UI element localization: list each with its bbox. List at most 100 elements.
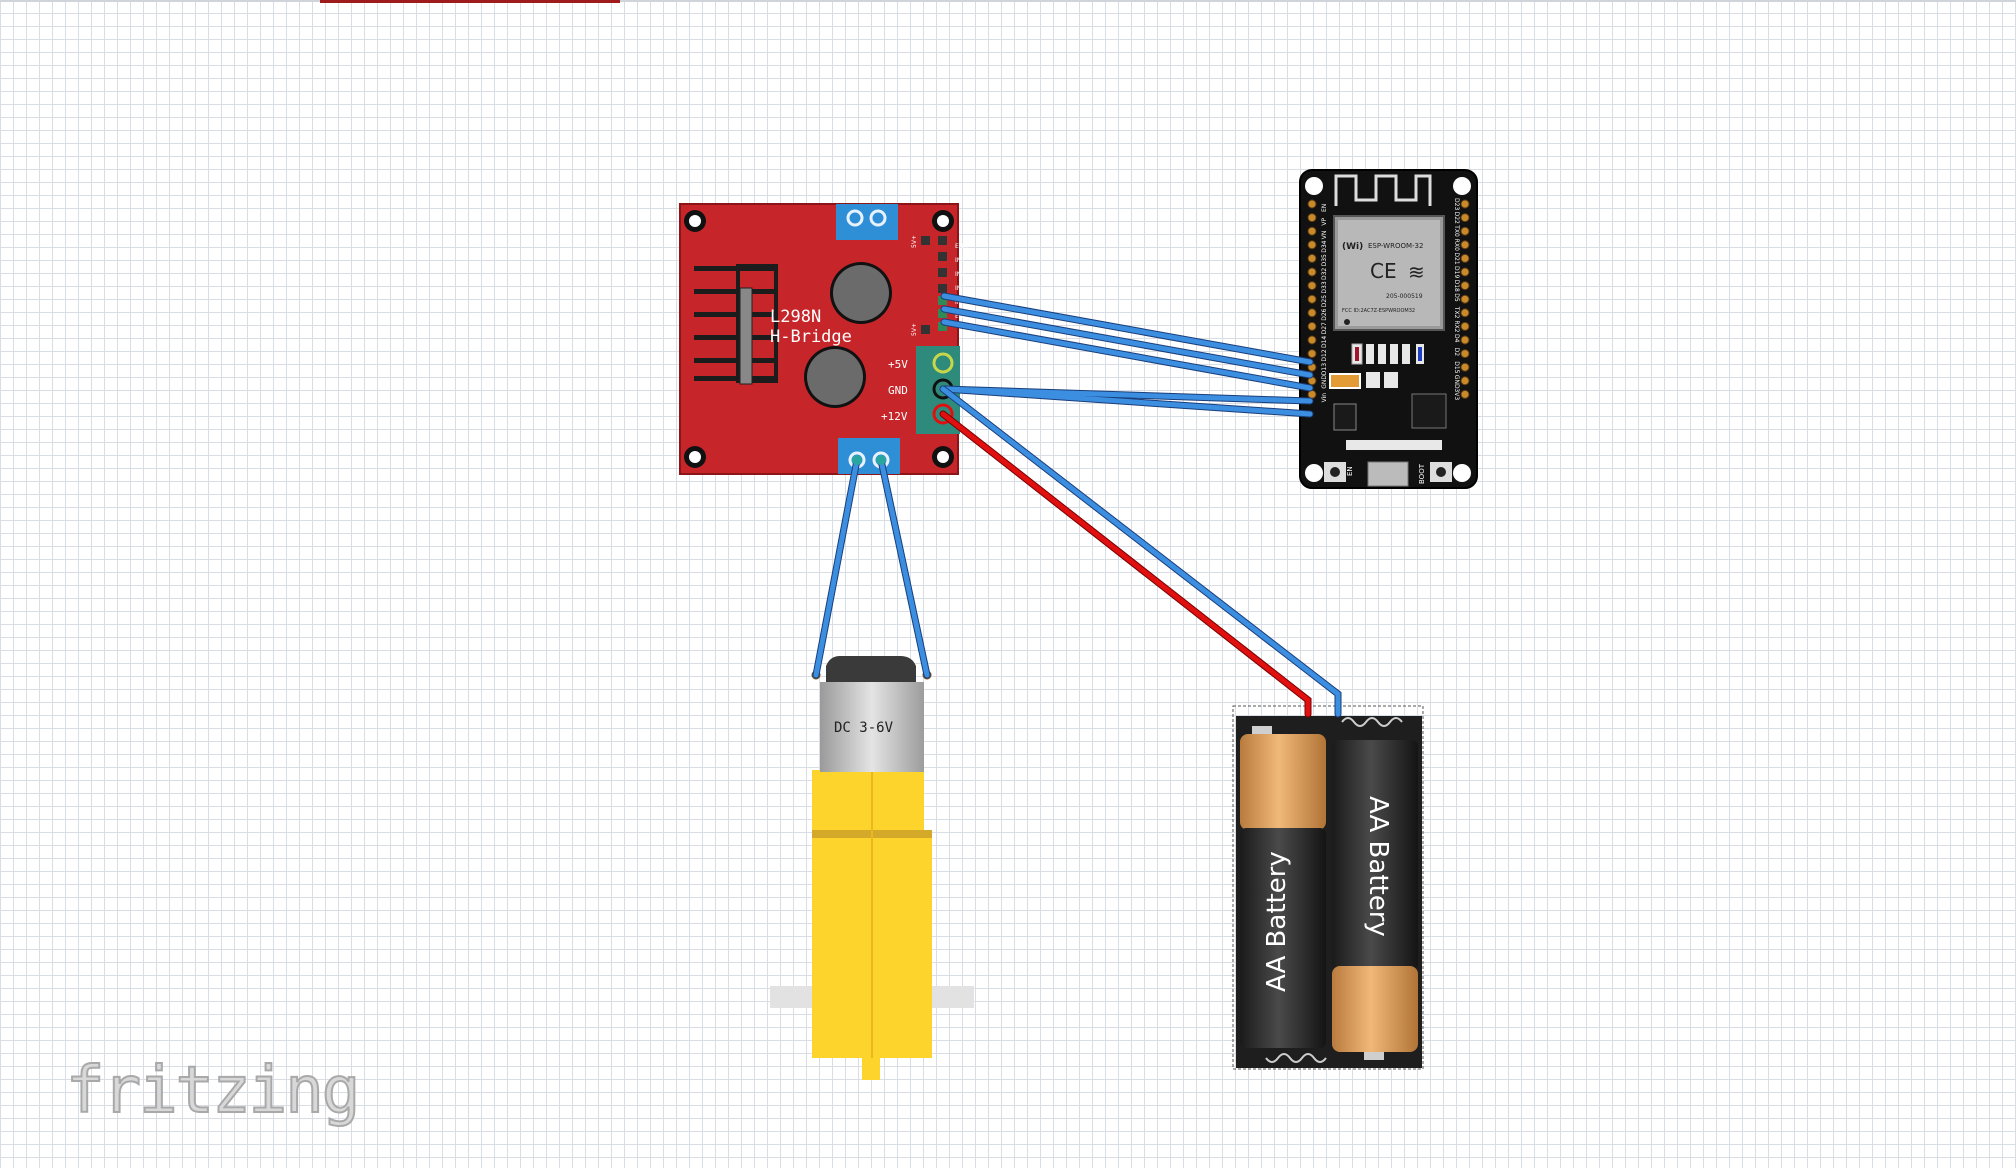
- esp32-pin-d26[interactable]: [1307, 308, 1317, 318]
- header-label-in2: IN2: [955, 271, 965, 278]
- en-button-label: EN: [1346, 466, 1354, 476]
- esp32-pin-label: D18: [1453, 280, 1460, 292]
- esp32-pin-tx2[interactable]: [1460, 308, 1470, 318]
- module-name: ESP-WROOM-32: [1368, 242, 1423, 250]
- l298n-title: L298N: [770, 307, 821, 327]
- en-button[interactable]: [1324, 462, 1346, 482]
- header-label-5v-top: 5V+: [911, 235, 918, 248]
- esp32-right-pin-header[interactable]: D23D22TX0RX0D21D19D18D5TX2RX2D4D2D15GND3…: [1453, 198, 1470, 400]
- esp32-pin-d15[interactable]: [1460, 362, 1470, 372]
- terminal-5v[interactable]: [932, 352, 954, 374]
- weee-icon: ≋: [1408, 260, 1425, 284]
- header-label-enb: ENB: [955, 313, 967, 320]
- esp32-pin-d19[interactable]: [1460, 267, 1470, 277]
- battery-spring-top: [1341, 717, 1403, 727]
- esp32-pin-d5[interactable]: [1460, 294, 1470, 304]
- esp32-pin-d23[interactable]: [1460, 199, 1470, 209]
- esp32-pin-d22[interactable]: [1460, 213, 1470, 223]
- wire-gnd-battery[interactable]: [940, 386, 1341, 717]
- battery-pack-2xaa[interactable]: AA Battery AA Battery: [1232, 691, 1424, 1070]
- esp32-pin-rx0[interactable]: [1460, 240, 1470, 250]
- esp32-pin-label: Vin: [1321, 393, 1328, 403]
- esp32-pin-label: VP: [1321, 217, 1328, 225]
- esp32-pin-label: GND: [1321, 375, 1328, 389]
- esp32-pin-tx0[interactable]: [1460, 226, 1470, 236]
- esp32-pin-d25[interactable]: [1307, 294, 1317, 304]
- wire-in1[interactable]: [941, 293, 1313, 365]
- wire-in3[interactable]: [941, 319, 1313, 391]
- esp32-pin-d14[interactable]: [1307, 335, 1317, 345]
- motor-gearbox-upper: [812, 770, 924, 834]
- esp32-pin-label: TX2: [1453, 306, 1460, 319]
- heatsink: [694, 264, 778, 385]
- esp32-pin-d35[interactable]: [1307, 253, 1317, 263]
- smd-components: [1329, 343, 1447, 450]
- esp32-pin-label: D35: [1321, 254, 1328, 266]
- mounting-hole: [1453, 464, 1471, 482]
- l298n-h-bridge[interactable]: L298N H-Bridge +5V GND +12V: [679, 203, 968, 475]
- esp32-pin-label: VN: [1321, 231, 1328, 240]
- wire-motor-a[interactable]: [813, 457, 860, 678]
- active-tab-indicator: [320, 0, 620, 3]
- esp32-pin-label: D21: [1453, 252, 1460, 264]
- cert-number: 205-000519: [1386, 293, 1423, 300]
- wire-gnd-esp32[interactable]: [941, 386, 1313, 417]
- esp32-pin-vin[interactable]: [1307, 389, 1317, 399]
- esp32-pin-label: D5: [1453, 293, 1460, 302]
- esp32-pin-d21[interactable]: [1460, 253, 1470, 263]
- esp32-pin-label: GND: [1453, 375, 1460, 389]
- battery-spring-bottom: [1265, 1053, 1327, 1063]
- screw-terminal-motor-a[interactable]: [836, 204, 898, 240]
- esp32-pin-3v3[interactable]: [1460, 389, 1470, 399]
- aa-cell-left-label: AA Battery: [1262, 851, 1292, 992]
- esp32-pin-label: D26: [1321, 308, 1328, 320]
- esp32-pin-label: 3V3: [1453, 388, 1460, 400]
- dc-gear-motor[interactable]: DC 3-6V: [770, 656, 974, 1080]
- mounting-hole: [1453, 177, 1471, 195]
- header-pins[interactable]: [921, 236, 947, 334]
- esp32-pin-d34[interactable]: [1307, 240, 1317, 250]
- header-label-in1: IN1: [955, 257, 965, 264]
- motor-rating-label: DC 3-6V: [834, 720, 894, 736]
- esp32-pin-label: D19: [1453, 266, 1460, 278]
- terminal-label-gnd: GND: [888, 384, 908, 397]
- esp32-pin-vn[interactable]: [1307, 226, 1317, 236]
- esp32-pin-d18[interactable]: [1460, 281, 1470, 291]
- header-label-5v-bottom: 5V+: [911, 323, 918, 336]
- fritzing-logo: fritzing: [66, 1054, 358, 1128]
- esp32-pin-d27[interactable]: [1307, 321, 1317, 331]
- terminal-label-12v: +12V: [881, 410, 908, 423]
- wire-in2[interactable]: [941, 306, 1313, 378]
- esp32-pin-label: D25: [1321, 295, 1328, 307]
- esp32-pin-vp[interactable]: [1307, 213, 1317, 223]
- esp32-pin-d4[interactable]: [1460, 335, 1470, 345]
- boot-button[interactable]: [1430, 462, 1452, 482]
- esp32-pin-d12[interactable]: [1307, 349, 1317, 359]
- esp32-pin-label: D27: [1321, 322, 1328, 334]
- esp32-pin-gnd[interactable]: [1460, 376, 1470, 386]
- esp32-pin-d2[interactable]: [1460, 349, 1470, 359]
- esp32-pin-rx2[interactable]: [1460, 321, 1470, 331]
- esp32-pin-en[interactable]: [1307, 199, 1317, 209]
- ce-mark-icon: CE: [1370, 259, 1397, 283]
- esp32-pin-label: RX0: [1453, 239, 1460, 251]
- antenna-trace: [1334, 174, 1432, 206]
- wire-12v-battery[interactable]: [940, 411, 1311, 717]
- motor-end-cap: [826, 656, 916, 682]
- esp32-pin-d33[interactable]: [1307, 281, 1317, 291]
- canvas-top-border: [0, 0, 2016, 2]
- esp32-devkit[interactable]: (Wi) ESP-WROOM-32 CE ≋ 205-000519 FCC ID…: [1299, 169, 1478, 489]
- esp32-pin-d32[interactable]: [1307, 267, 1317, 277]
- esp32-pin-label: D4: [1453, 334, 1460, 343]
- header-label-ena: ENA: [955, 243, 968, 250]
- usb-port: [1367, 461, 1409, 487]
- screw-terminal-motor-b[interactable]: [838, 438, 900, 474]
- wires[interactable]: [812, 292, 1342, 718]
- esp32-pin-label: D32: [1321, 268, 1328, 280]
- esp32-pin-label: EN: [1321, 204, 1328, 212]
- esp32-pin-label: TX0: [1453, 224, 1460, 237]
- boot-button-label: BOOT: [1418, 463, 1426, 484]
- wire-motor-b[interactable]: [878, 457, 930, 678]
- aa-cell-right: AA Battery: [1332, 740, 1418, 1060]
